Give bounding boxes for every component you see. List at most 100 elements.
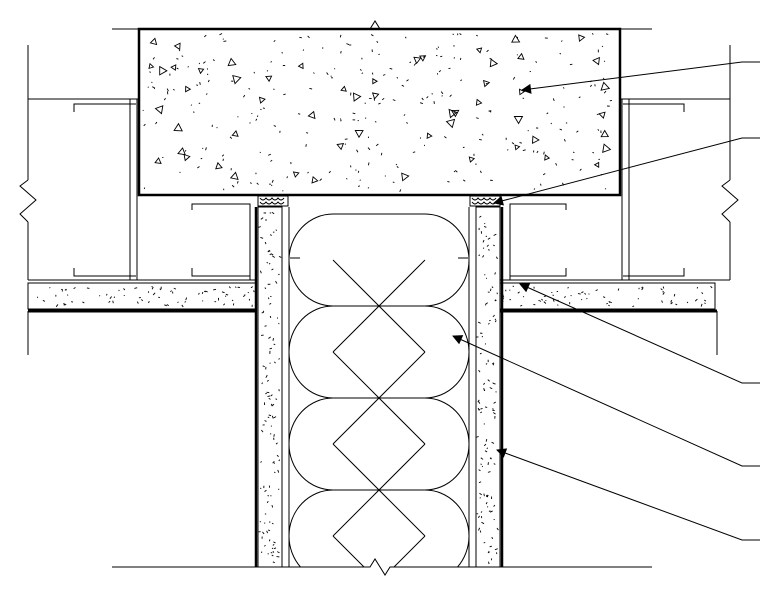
hatch-mark — [564, 296, 566, 299]
hatch-mark — [152, 292, 156, 296]
hatch-mark — [271, 522, 274, 525]
hatch-mark — [480, 411, 483, 414]
hatch-mark — [267, 395, 271, 397]
hatch-mark — [370, 34, 374, 37]
hatch-mark — [277, 469, 280, 473]
hatch-mark — [266, 500, 269, 504]
hatch-mark — [173, 88, 175, 91]
hatch-mark — [493, 401, 496, 404]
hatch-mark — [176, 58, 179, 60]
hatch-mark — [492, 409, 495, 412]
hatch-mark — [567, 286, 569, 289]
hatch-mark — [253, 71, 255, 74]
hatch-mark — [202, 300, 204, 302]
hatch-mark — [143, 187, 146, 190]
hatch-mark — [536, 150, 539, 154]
hatch-mark — [219, 33, 223, 36]
hatch-mark — [221, 291, 225, 294]
hatch-mark — [399, 189, 402, 193]
hatch-mark — [269, 302, 272, 305]
aggregate-mark — [592, 56, 600, 66]
hatch-mark — [273, 343, 276, 346]
hatch-mark — [264, 522, 266, 524]
hatch-mark — [177, 301, 179, 304]
hatch-mark — [480, 463, 482, 465]
hatch-mark — [395, 163, 398, 166]
topping-speckle-left — [36, 286, 255, 308]
hatch-mark — [270, 394, 273, 397]
hatch-mark — [339, 118, 342, 120]
hatch-mark — [345, 178, 348, 180]
hatch-mark — [243, 94, 246, 98]
hatch-mark — [277, 551, 280, 554]
hatch-mark — [637, 298, 640, 300]
hatch-mark — [493, 463, 496, 465]
aggregate-mark — [173, 42, 181, 51]
hatch-mark — [552, 298, 555, 302]
hatch-mark — [173, 287, 177, 290]
head-joint-sealant-right — [469, 195, 501, 207]
hatch-mark — [482, 247, 485, 249]
hatch-mark — [576, 130, 579, 133]
hatch-mark — [207, 79, 210, 83]
hatch-mark — [694, 298, 698, 302]
hatch-mark — [535, 60, 537, 64]
hatch-mark — [487, 237, 491, 240]
hatch-mark — [488, 322, 490, 325]
hatch-mark — [476, 34, 478, 37]
hatch-mark — [533, 188, 536, 190]
bottom-break-line — [112, 558, 652, 576]
hatch-mark — [237, 116, 239, 118]
hatch-mark — [339, 34, 342, 38]
aggregate-mark — [307, 110, 316, 120]
hatch-mark — [438, 70, 442, 73]
aggregate-mark — [197, 67, 205, 75]
hatch-mark — [267, 297, 270, 300]
hatch-mark — [328, 170, 331, 174]
aggregate-mark — [426, 132, 433, 140]
hatch-mark — [108, 300, 111, 303]
hatch-mark — [476, 436, 479, 438]
hatch-mark — [187, 66, 189, 68]
hatch-mark — [356, 149, 359, 153]
hatch-mark — [479, 352, 482, 355]
hatch-mark — [541, 298, 544, 301]
slab-speckle — [142, 33, 613, 193]
hatch-mark — [307, 35, 310, 39]
hatch-mark — [273, 125, 277, 127]
hatch-mark — [236, 180, 239, 184]
hatch-mark — [476, 117, 479, 119]
hatch-mark — [522, 149, 526, 151]
hatch-mark — [151, 286, 154, 288]
hatch-mark — [409, 61, 412, 64]
hatch-mark — [271, 554, 274, 557]
hatch-mark — [63, 303, 66, 305]
hatch-mark — [540, 183, 542, 186]
aggregate-mark — [154, 105, 164, 115]
hatch-mark — [581, 291, 584, 294]
hatch-mark — [260, 237, 264, 239]
hatch-mark — [493, 233, 497, 236]
hatch-mark — [494, 272, 496, 275]
hatch-mark — [272, 338, 274, 341]
aggregate-mark — [297, 62, 304, 70]
hatch-mark — [494, 548, 498, 551]
hatch-mark — [597, 129, 600, 131]
hatch-mark — [357, 185, 360, 187]
aggregate-mark — [544, 154, 551, 161]
hatch-mark — [149, 71, 152, 73]
hatch-mark — [481, 465, 484, 468]
hatch-mark — [212, 59, 215, 62]
hatch-mark — [700, 303, 703, 307]
aggregate-mark — [215, 161, 223, 170]
hatch-mark — [64, 289, 67, 291]
hatch-mark — [492, 408, 494, 410]
hatch-mark — [273, 40, 276, 43]
leader-head-joint-sealant — [493, 137, 760, 206]
hatch-mark — [204, 34, 207, 38]
aggregate-mark — [475, 47, 483, 54]
hatch-mark — [546, 112, 549, 115]
hatch-mark — [392, 99, 396, 102]
hatch-mark — [123, 288, 126, 291]
